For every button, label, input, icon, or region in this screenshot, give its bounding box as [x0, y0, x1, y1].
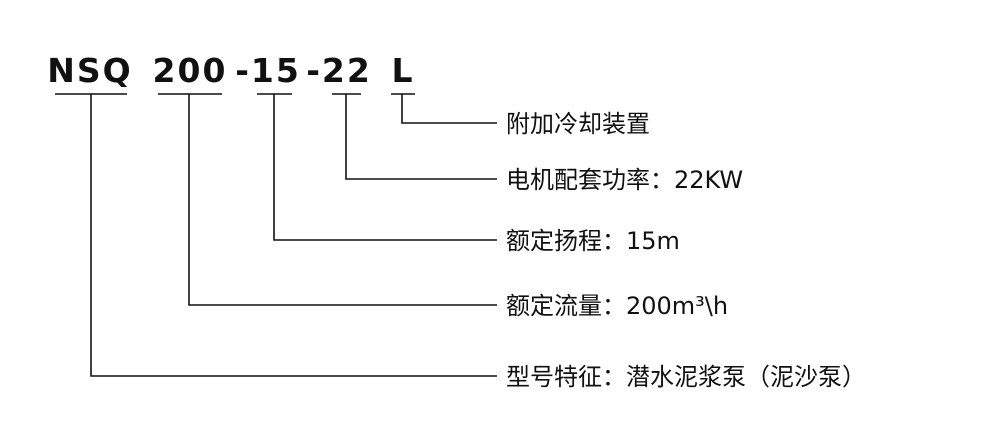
code-segment-nsq: NSQ [47, 51, 132, 90]
code-segment-flow: 200 [153, 51, 228, 90]
description-flow: 额定流量：200m³\h [506, 292, 728, 320]
description-head: 额定扬程：15m [506, 227, 680, 255]
code-segment-head: -15 [235, 51, 301, 90]
leader-line-cooling [401, 94, 497, 124]
leader-line-head [273, 94, 497, 241]
leader-line-power [345, 94, 497, 180]
leader-line-nsq [90, 94, 497, 377]
description-nsq: 型号特征：潜水泥浆泵（泥沙泵） [506, 363, 866, 391]
code-segment-cooling: L [391, 51, 414, 90]
description-power: 电机配套功率：22KW [506, 166, 743, 194]
description-cooling: 附加冷却装置 [506, 110, 650, 138]
leader-line-flow [188, 94, 497, 306]
code-segment-power: -22 [306, 51, 372, 90]
